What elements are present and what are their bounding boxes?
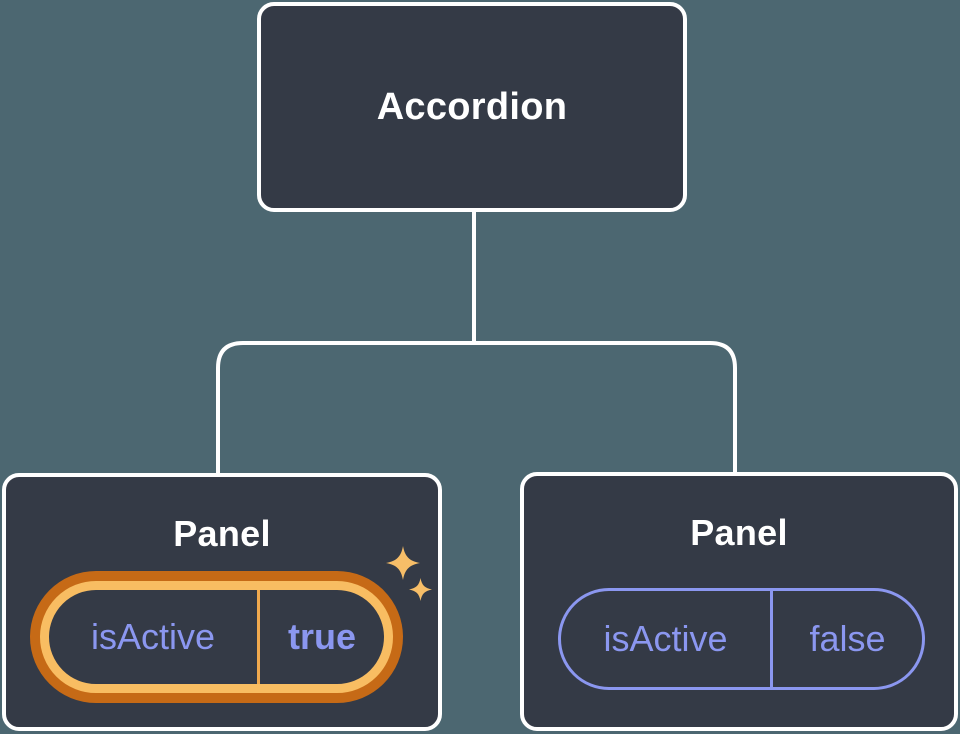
node-accordion-label: Accordion: [376, 85, 568, 128]
node-panel-active: Panel isActive true: [2, 473, 442, 731]
state-name-label: isActive: [603, 618, 728, 659]
node-accordion: Accordion: [257, 2, 687, 212]
node-panel-inactive: Panel isActive false: [520, 472, 958, 731]
node-panel-active-label: Panel: [173, 513, 271, 554]
sparkle-icon-small: [409, 578, 432, 601]
state-pill-inactive: isActive false: [558, 588, 925, 690]
state-pill-divider: [257, 590, 260, 684]
node-panel-inactive-label: Panel: [690, 512, 788, 553]
state-pill-divider: [770, 591, 773, 687]
state-name-label: isActive: [90, 616, 216, 657]
sparkle-icon-large: [386, 546, 420, 580]
state-value-label: true: [287, 616, 356, 657]
state-value-label: false: [809, 618, 886, 659]
connector-branch: [216, 341, 737, 477]
state-pill-active: isActive true: [40, 581, 393, 693]
